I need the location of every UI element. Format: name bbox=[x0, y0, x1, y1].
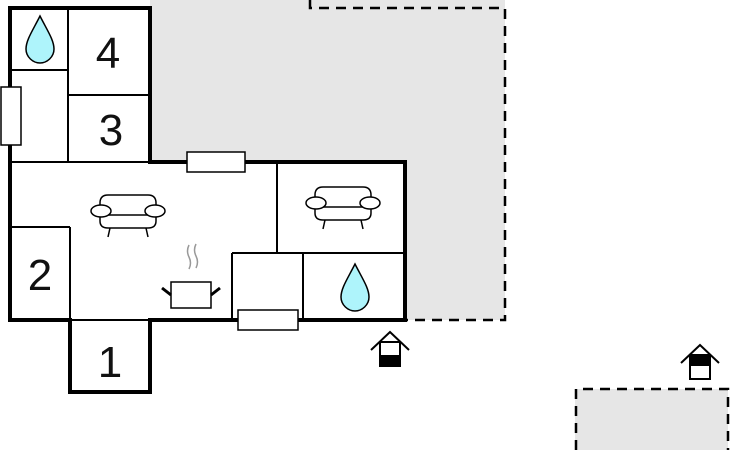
room-label-3: 3 bbox=[99, 106, 123, 155]
water-drop-icon bbox=[340, 262, 370, 312]
sofa-icon bbox=[305, 186, 381, 230]
entrance-icon bbox=[680, 343, 720, 380]
terrace-area-secondary bbox=[574, 387, 730, 450]
room-label-1: 1 bbox=[98, 338, 122, 387]
water-drop-icon bbox=[25, 14, 55, 64]
entrance-icon bbox=[370, 330, 410, 367]
cooking-pot-icon bbox=[161, 243, 221, 309]
building bbox=[8, 6, 407, 394]
window-icon bbox=[237, 309, 299, 331]
sofa-icon bbox=[90, 194, 166, 238]
window-icon bbox=[0, 86, 22, 146]
room-label-2: 2 bbox=[28, 251, 52, 300]
window-icon bbox=[186, 151, 246, 173]
room-label-4: 4 bbox=[96, 29, 120, 78]
